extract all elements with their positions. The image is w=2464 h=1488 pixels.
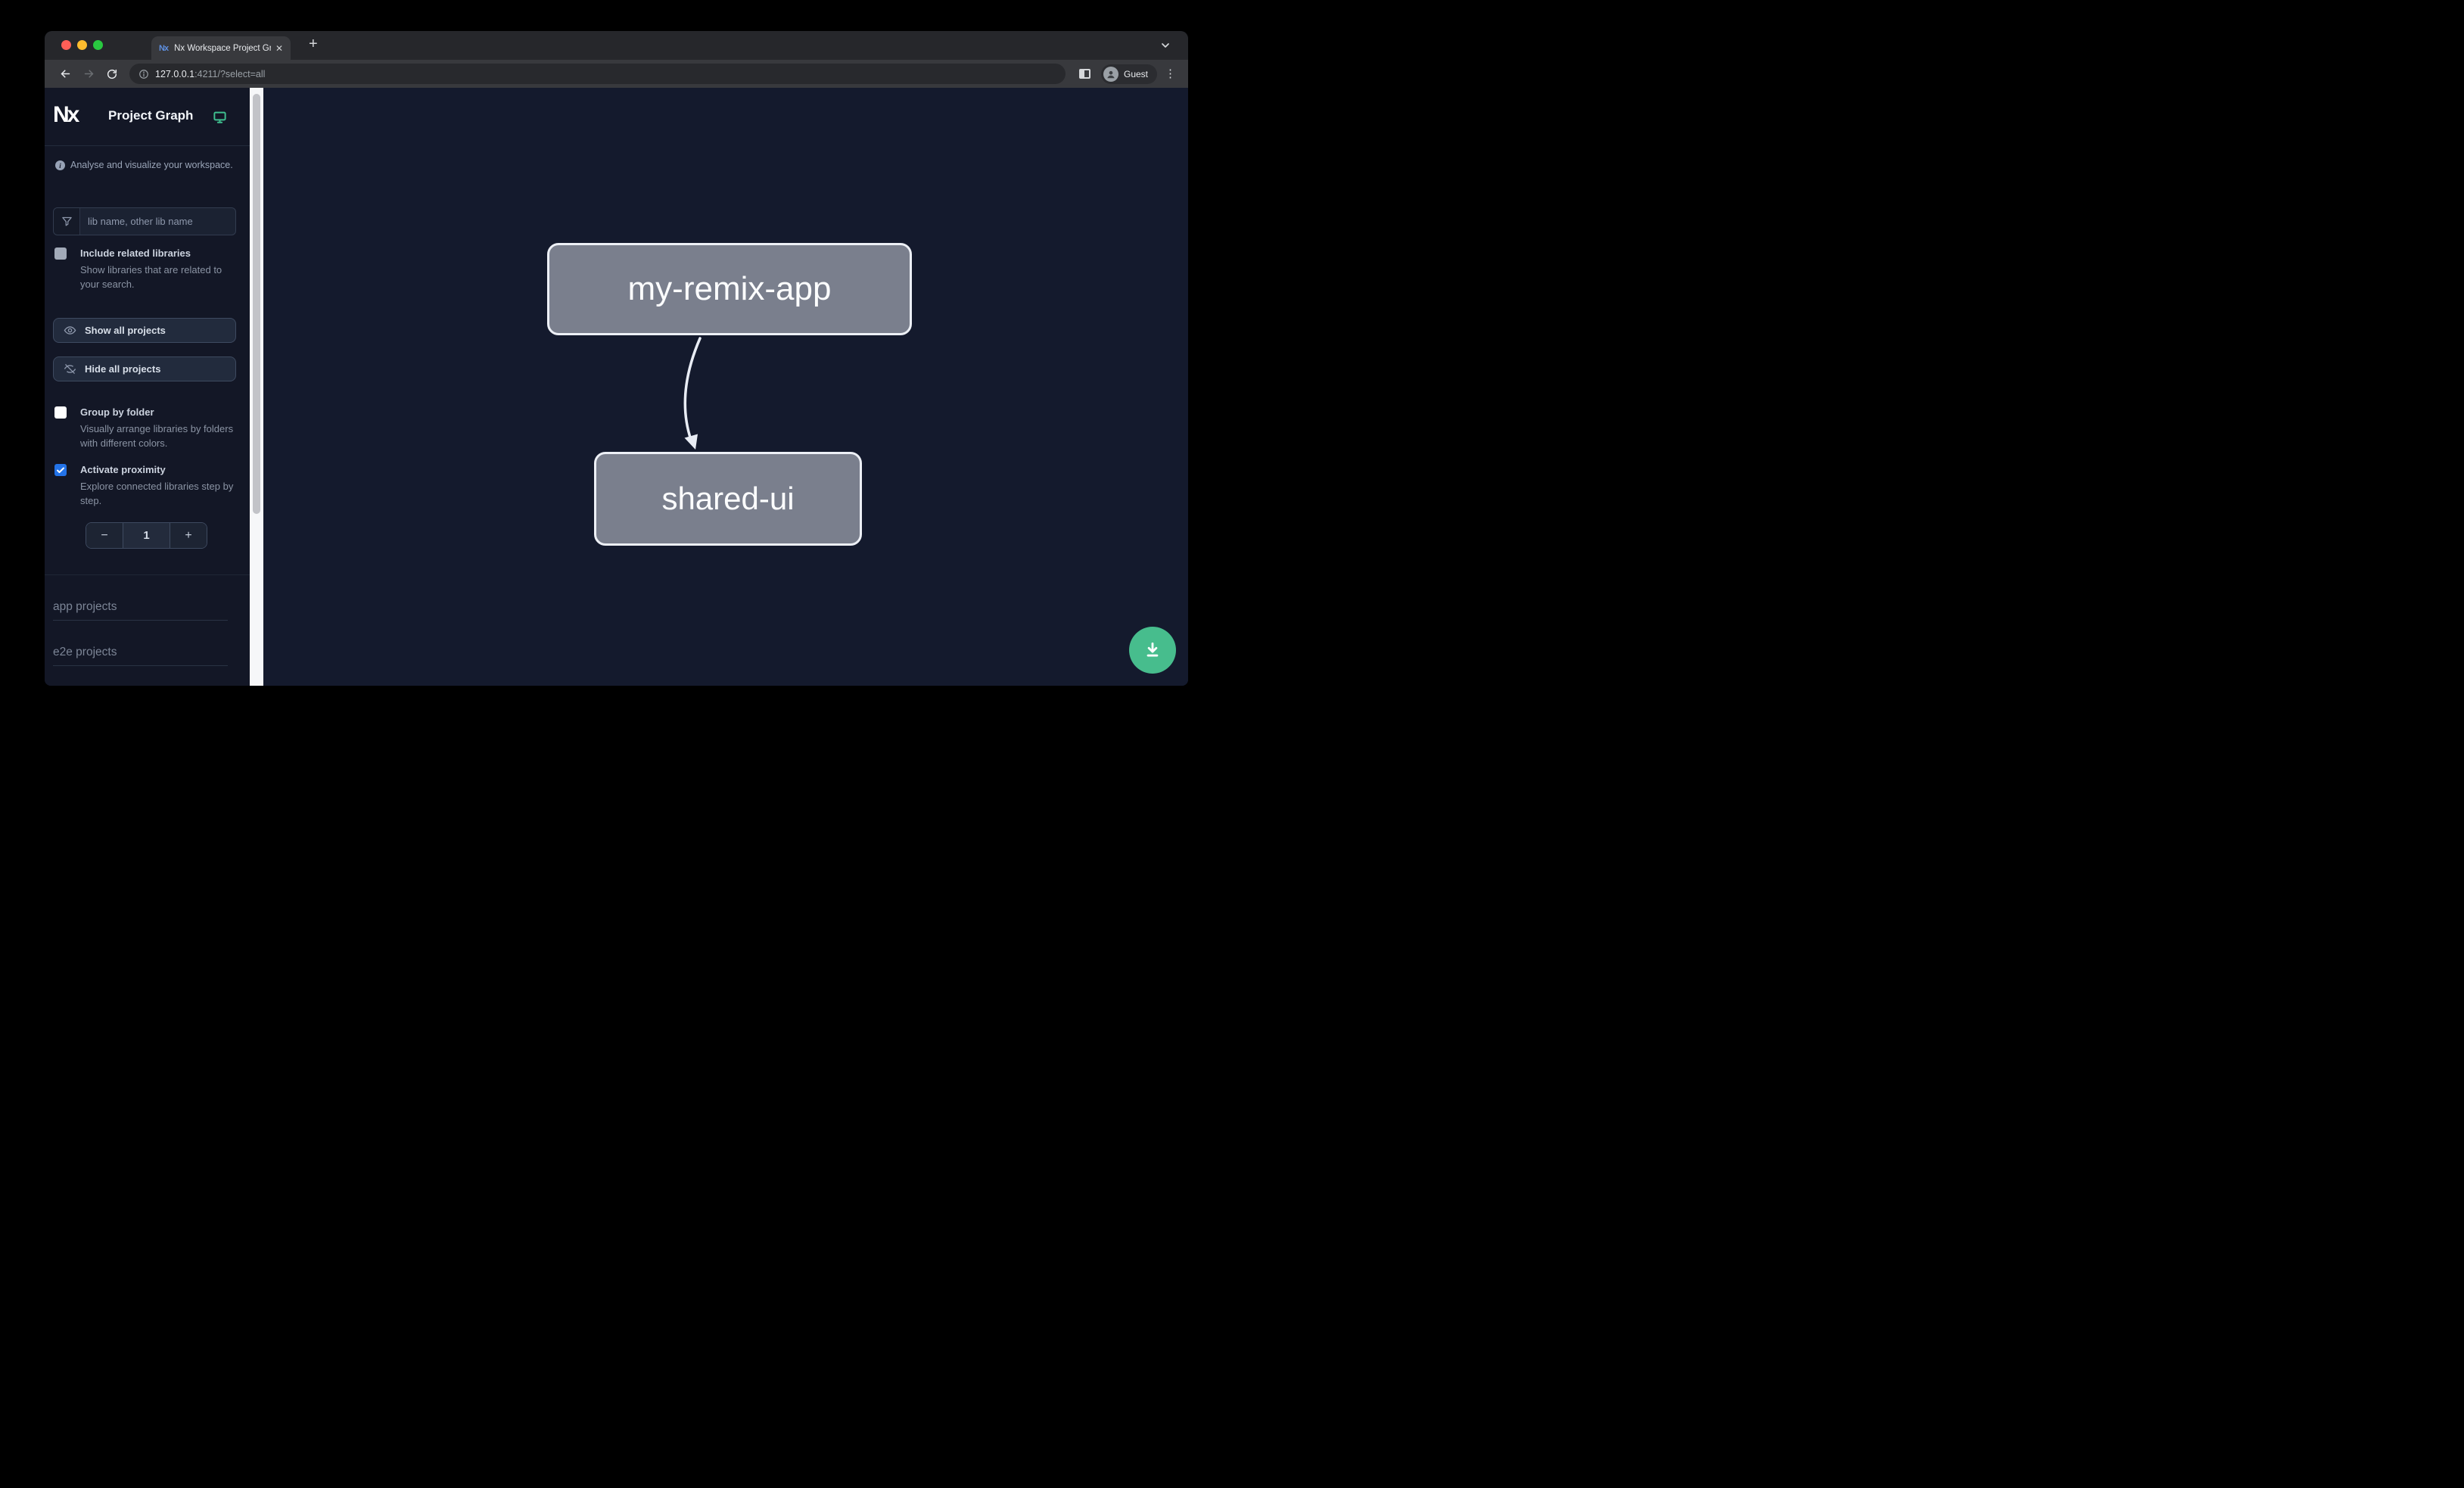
browser-tab[interactable]: Nx Nx Workspace Project Graph ✕ xyxy=(151,36,291,60)
side-panel-icon[interactable] xyxy=(1078,69,1090,79)
node-label: my-remix-app xyxy=(627,270,832,307)
tab-overview-chevron-icon[interactable] xyxy=(1159,39,1171,55)
reload-icon[interactable] xyxy=(106,68,118,80)
window-controls xyxy=(61,40,103,50)
section-divider xyxy=(45,574,250,575)
tab-strip: Nx Nx Workspace Project Graph ✕ + xyxy=(45,31,1188,60)
page-title: Project Graph xyxy=(108,108,194,123)
check-icon xyxy=(57,467,64,473)
decrement-button[interactable]: − xyxy=(86,523,123,548)
url-host: 127.0.0.1 xyxy=(155,68,195,79)
browser-menu-icon[interactable]: ⋮ xyxy=(1165,67,1176,80)
sidebar: Nx Project Graph i Analyse and visualize… xyxy=(45,88,250,686)
group-by-folder-checkbox[interactable] xyxy=(54,406,67,419)
avatar-icon xyxy=(1103,66,1118,82)
info-icon: i xyxy=(55,160,65,170)
browser-window: Nx Nx Workspace Project Graph ✕ + 127.0.… xyxy=(45,31,1188,686)
minimize-window-button[interactable] xyxy=(77,40,87,50)
forward-icon[interactable] xyxy=(82,67,95,80)
url-path: :4211/?select=all xyxy=(194,68,266,79)
graph-node-my-remix-app[interactable]: my-remix-app xyxy=(547,243,912,335)
download-icon xyxy=(1146,642,1159,657)
node-label: shared-ui xyxy=(661,481,795,516)
eye-off-icon xyxy=(64,363,76,375)
profile-label: Guest xyxy=(1123,68,1148,79)
graph-canvas[interactable]: my-remix-app shared-ui xyxy=(263,88,1188,686)
button-label: Show all projects xyxy=(85,325,166,336)
sidebar-scrollbar-thumb[interactable] xyxy=(253,94,260,514)
sidebar-scrollbar-track[interactable] xyxy=(250,88,263,686)
hide-all-projects-button[interactable]: Hide all projects xyxy=(53,356,236,381)
url-bar[interactable]: 127.0.0.1:4211/?select=all xyxy=(129,64,1066,84)
option-label: Activate proximity xyxy=(80,464,166,475)
section-heading-e2e-projects: e2e projects xyxy=(53,646,117,658)
eye-icon xyxy=(64,324,76,337)
option-description: Visually arrange libraries by folders wi… xyxy=(80,423,234,449)
header-divider xyxy=(45,145,250,146)
close-window-button[interactable] xyxy=(61,40,71,50)
option-label: Group by folder xyxy=(80,406,154,418)
button-label: Hide all projects xyxy=(85,363,161,375)
include-related-checkbox[interactable] xyxy=(54,247,67,260)
new-tab-button[interactable]: + xyxy=(309,36,318,52)
show-all-projects-button[interactable]: Show all projects xyxy=(53,318,236,343)
activate-proximity-checkbox[interactable] xyxy=(54,464,67,476)
section-heading-app-projects: app projects xyxy=(53,600,117,613)
option-description: Explore connected libraries step by step… xyxy=(80,481,234,506)
theme-monitor-icon[interactable] xyxy=(213,111,227,128)
graph-node-shared-ui[interactable]: shared-ui xyxy=(594,452,862,546)
proximity-value: 1 xyxy=(123,523,170,548)
search-input[interactable] xyxy=(80,208,235,235)
nx-logo: Nx xyxy=(53,102,79,127)
tab-title: Nx Workspace Project Graph xyxy=(174,43,271,53)
site-info-icon[interactable] xyxy=(138,69,149,79)
tagline: Analyse and visualize your workspace. xyxy=(70,160,233,170)
url-text: 127.0.0.1:4211/?select=all xyxy=(155,69,265,79)
browser-toolbar: 127.0.0.1:4211/?select=all Guest ⋮ xyxy=(45,60,1188,88)
zoom-window-button[interactable] xyxy=(93,40,103,50)
dependency-edge xyxy=(683,337,702,450)
section-underline xyxy=(53,665,228,666)
search-box xyxy=(53,207,236,235)
download-graph-button[interactable] xyxy=(1129,627,1176,674)
proximity-stepper: − 1 + xyxy=(86,522,207,549)
increment-button[interactable]: + xyxy=(170,523,207,548)
filter-funnel-icon xyxy=(54,208,80,235)
nx-favicon-icon: Nx xyxy=(159,43,169,53)
section-underline xyxy=(53,620,228,621)
tab-close-icon[interactable]: ✕ xyxy=(275,42,283,54)
back-icon[interactable] xyxy=(59,67,72,80)
page-content: Nx Project Graph i Analyse and visualize… xyxy=(45,88,1188,686)
option-label: Include related libraries xyxy=(80,247,191,259)
profile-button[interactable]: Guest xyxy=(1100,64,1157,84)
option-description: Show libraries that are related to your … xyxy=(80,264,222,290)
